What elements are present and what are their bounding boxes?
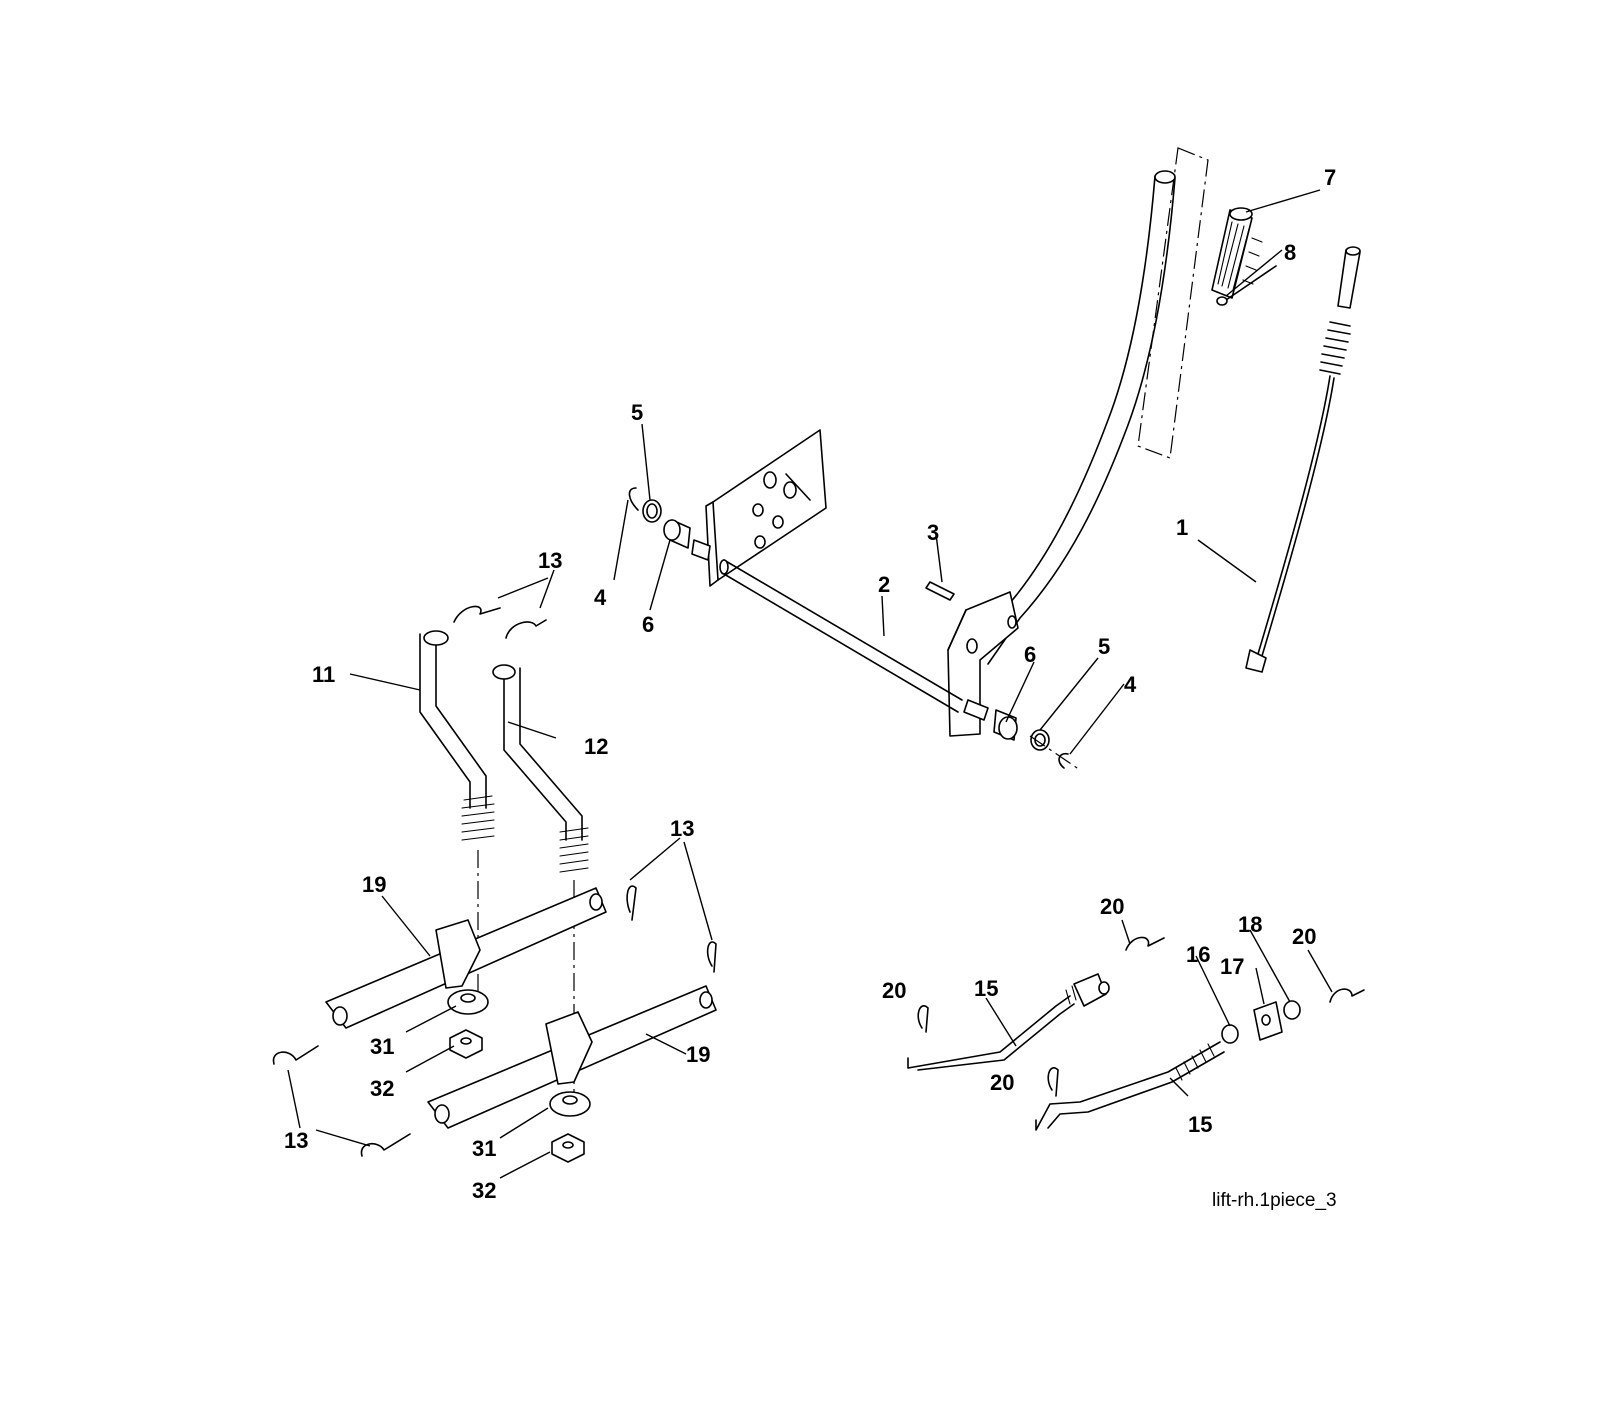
left-hardware <box>628 487 691 549</box>
bushing-nut-upper <box>447 989 489 1059</box>
callout-31-upper: 31 <box>370 1034 394 1059</box>
callout-17: 17 <box>1220 954 1244 979</box>
lift-handle <box>947 147 1209 737</box>
roll-pin <box>1216 265 1277 306</box>
callout-labels: 7 8 1 3 2 5 4 6 6 5 4 13 11 12 13 19 31 … <box>284 165 1336 1203</box>
lift-arm-lower <box>427 985 717 1129</box>
bushing-nut-lower <box>549 1091 591 1163</box>
hairpin-clips-20 <box>917 936 1365 1097</box>
rod-15-lower <box>1035 1041 1225 1131</box>
hairpin-clips-upper <box>453 605 547 639</box>
callout-7: 7 <box>1324 165 1336 190</box>
callout-4-right: 4 <box>1124 672 1137 697</box>
callout-20-right: 20 <box>1292 924 1316 949</box>
callout-31-lower: 31 <box>472 1136 496 1161</box>
callout-8: 8 <box>1284 240 1296 265</box>
leader-lines <box>287 189 1333 1179</box>
rod-15-upper <box>907 973 1110 1071</box>
callout-12: 12 <box>584 734 608 759</box>
callout-13-top: 13 <box>538 548 562 573</box>
reference-code: lift-rh.1piece_3 <box>1212 1190 1337 1211</box>
callout-20-left: 20 <box>882 978 906 1003</box>
lift-link-12 <box>492 664 589 873</box>
callout-4-left: 4 <box>594 585 607 610</box>
callout-3: 3 <box>927 520 939 545</box>
callout-2: 2 <box>878 572 890 597</box>
callout-13-bottom: 13 <box>284 1128 308 1153</box>
callout-20-mid: 20 <box>990 1070 1014 1095</box>
callout-15-upper: 15 <box>974 976 998 1001</box>
callout-18: 18 <box>1238 912 1262 937</box>
adjuster-block <box>1221 1000 1301 1044</box>
spring-pin <box>925 581 955 601</box>
callout-6-right: 6 <box>1024 642 1036 667</box>
callout-19-upper: 19 <box>362 872 386 897</box>
callout-15-lower: 15 <box>1188 1112 1212 1137</box>
lift-arm-upper <box>325 887 607 1029</box>
callout-6-left: 6 <box>642 612 654 637</box>
lift-cable <box>1245 246 1361 673</box>
callout-16: 16 <box>1186 942 1210 967</box>
hairpin-clips-lower <box>272 885 717 1157</box>
callout-32-lower: 32 <box>472 1178 496 1203</box>
callout-19-lower: 19 <box>686 1042 710 1067</box>
callout-20-top: 20 <box>1100 894 1124 919</box>
callout-13-right: 13 <box>670 816 694 841</box>
callout-11: 11 <box>312 662 335 687</box>
callout-32-upper: 32 <box>370 1076 394 1101</box>
lift-shaft <box>691 429 989 721</box>
callout-1: 1 <box>1176 515 1188 540</box>
lift-link-11 <box>419 630 495 841</box>
callout-5-left: 5 <box>631 400 643 425</box>
handle-grip <box>1211 207 1263 299</box>
right-hardware <box>993 709 1081 771</box>
callout-5-right: 5 <box>1098 634 1110 659</box>
